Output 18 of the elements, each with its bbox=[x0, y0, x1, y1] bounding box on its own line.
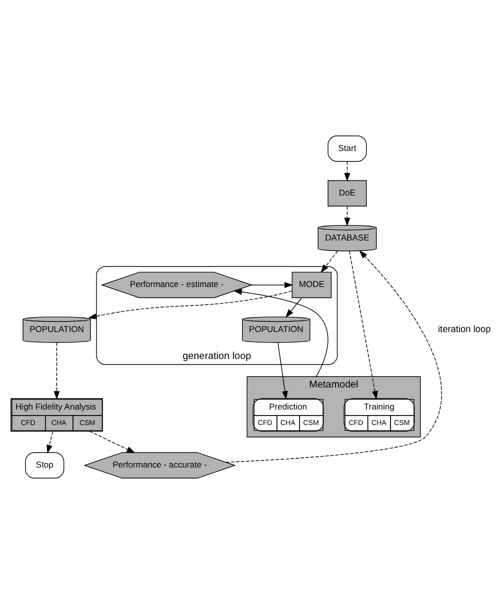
node-box: MODE bbox=[292, 272, 332, 298]
arrow bbox=[54, 342, 60, 400]
arrow bbox=[233, 288, 328, 377]
arrow bbox=[278, 342, 288, 400]
arrow bbox=[251, 282, 294, 288]
node-box: Stop bbox=[25, 452, 64, 479]
arrow bbox=[344, 161, 350, 182]
arrow bbox=[285, 298, 302, 318]
node-box: DoE bbox=[328, 180, 367, 206]
arrow bbox=[226, 250, 442, 463]
arrow bbox=[46, 431, 54, 454]
arrow bbox=[344, 206, 350, 226]
arrow bbox=[89, 430, 136, 454]
arrow bbox=[88, 290, 292, 320]
arrow bbox=[349, 250, 378, 400]
edge-label: iteration loop bbox=[438, 324, 491, 334]
node-box: Start bbox=[328, 135, 367, 162]
arrow bbox=[320, 250, 338, 273]
